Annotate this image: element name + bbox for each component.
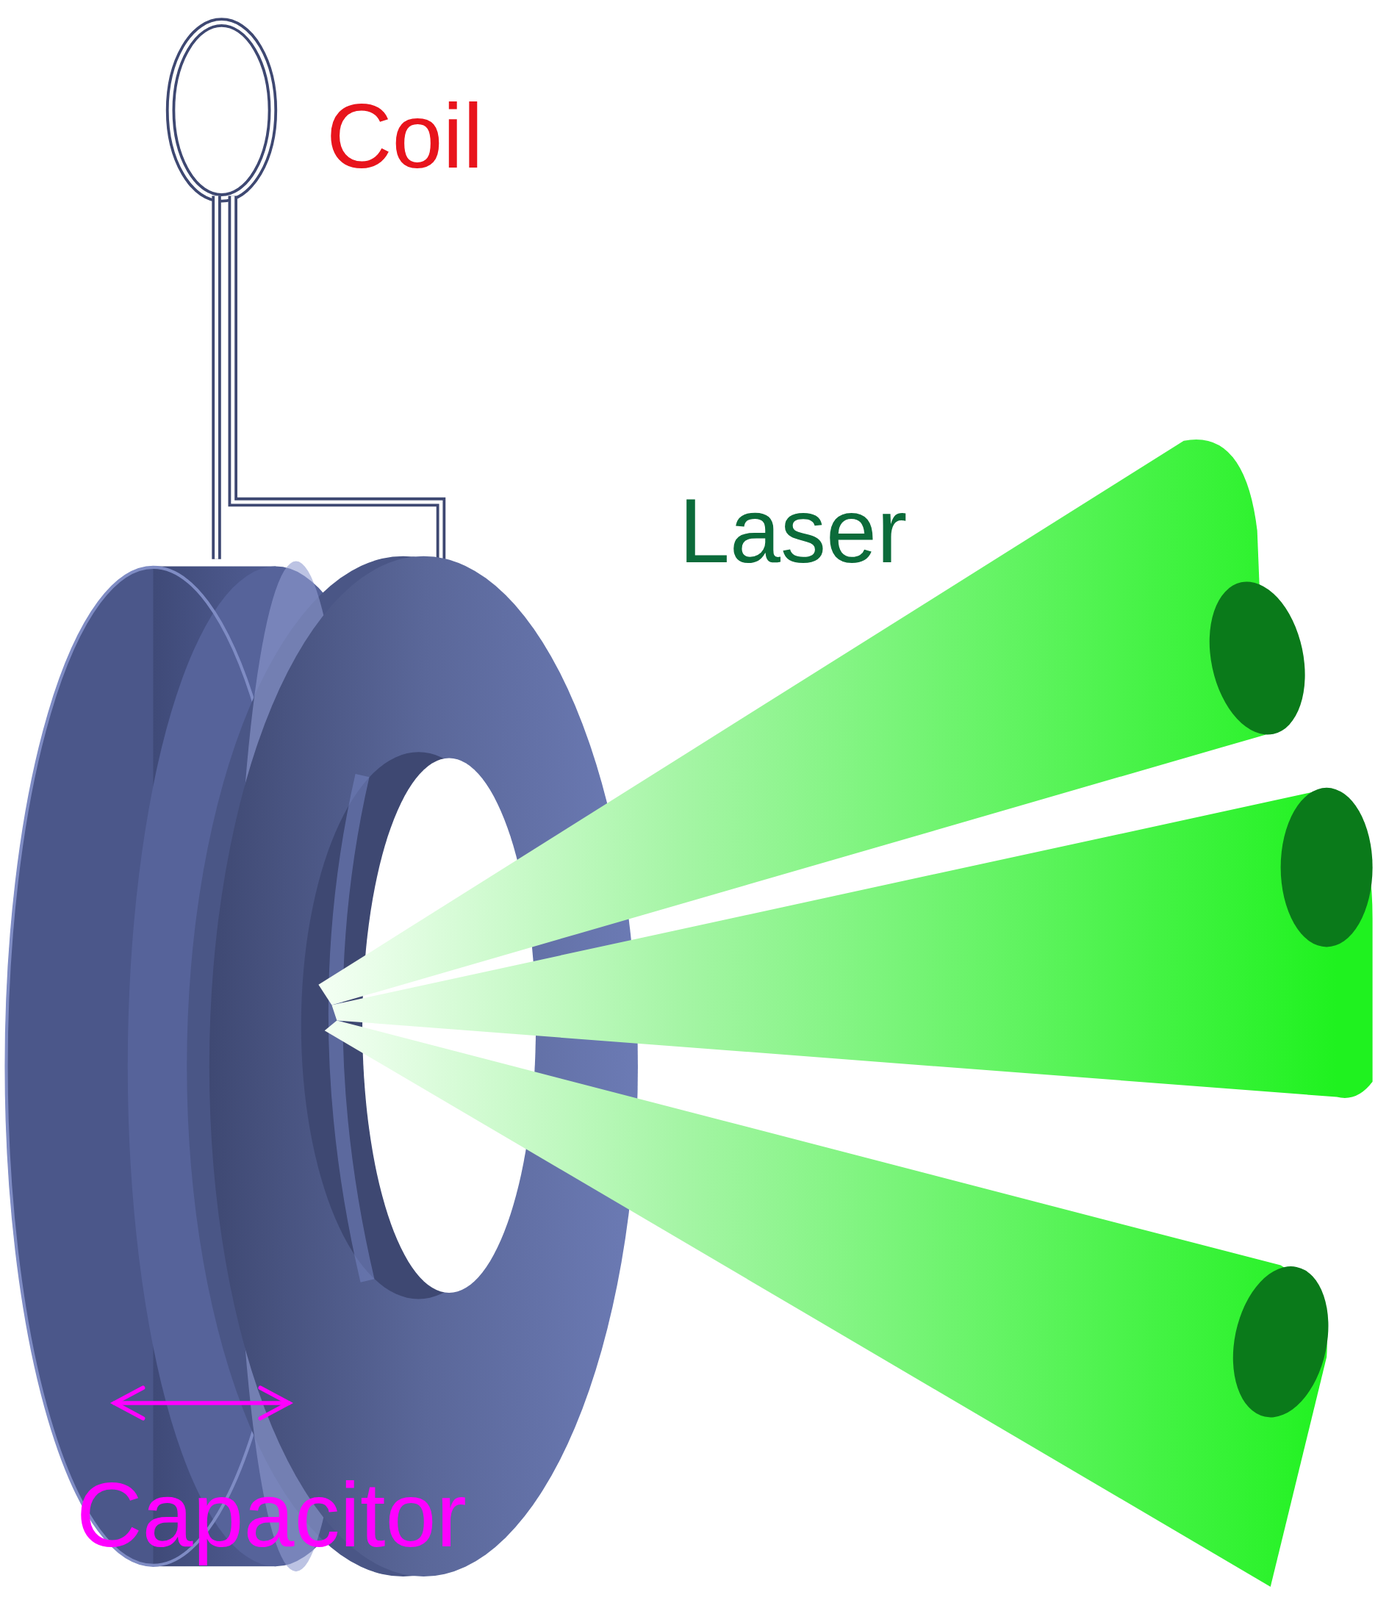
laser-label: Laser bbox=[679, 478, 907, 584]
coil-label: Coil bbox=[326, 83, 484, 189]
capacitor-label: Capacitor bbox=[76, 1462, 467, 1568]
gap-arrow bbox=[114, 1387, 289, 1419]
laser-beams bbox=[318, 439, 1373, 1587]
